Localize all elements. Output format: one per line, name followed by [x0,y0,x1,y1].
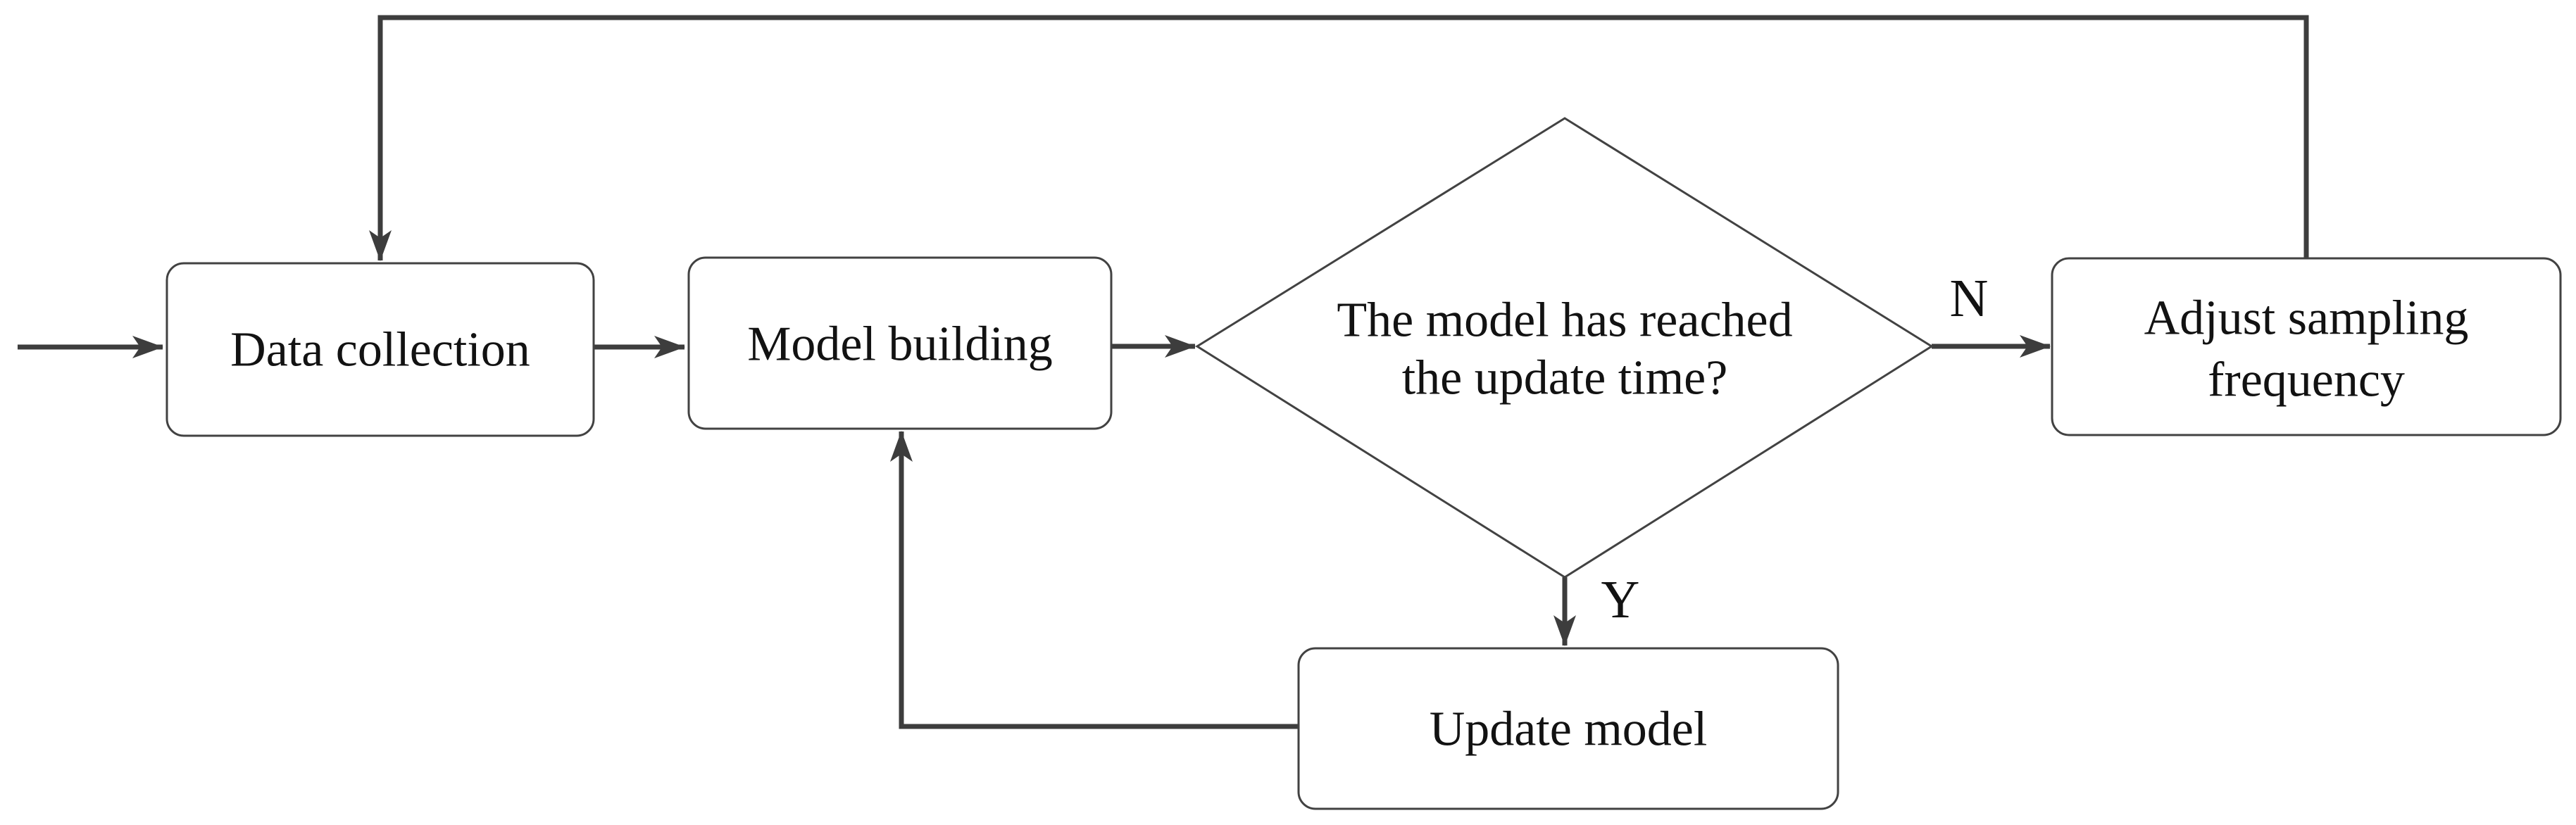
edge-update-model-to-model-building [890,431,1299,729]
node-model-building [687,256,1113,430]
node-decision-diamond [1195,117,1934,579]
edge-adjust-sampling-to-data-collection [369,15,2309,261]
label-decision-line1: The model has reached [1337,294,1792,348]
label-adjust-sampling-line1: Adjust sampling [2144,291,2469,346]
label-adjust-sampling-line2: frequency [2208,353,2405,408]
label-model-building: Model building [747,317,1053,372]
label-update-model: Update model [1430,703,1708,757]
node-update-model [1297,647,1839,810]
node-data-collection [165,262,595,437]
label-decision-line2: the update time? [1402,351,1728,405]
node-adjust-sampling-frequency [2051,257,2562,436]
label-data-collection: Data collection [230,323,530,377]
label-branch-yes: Y [1601,570,1640,629]
label-branch-no: N [1950,269,1989,328]
